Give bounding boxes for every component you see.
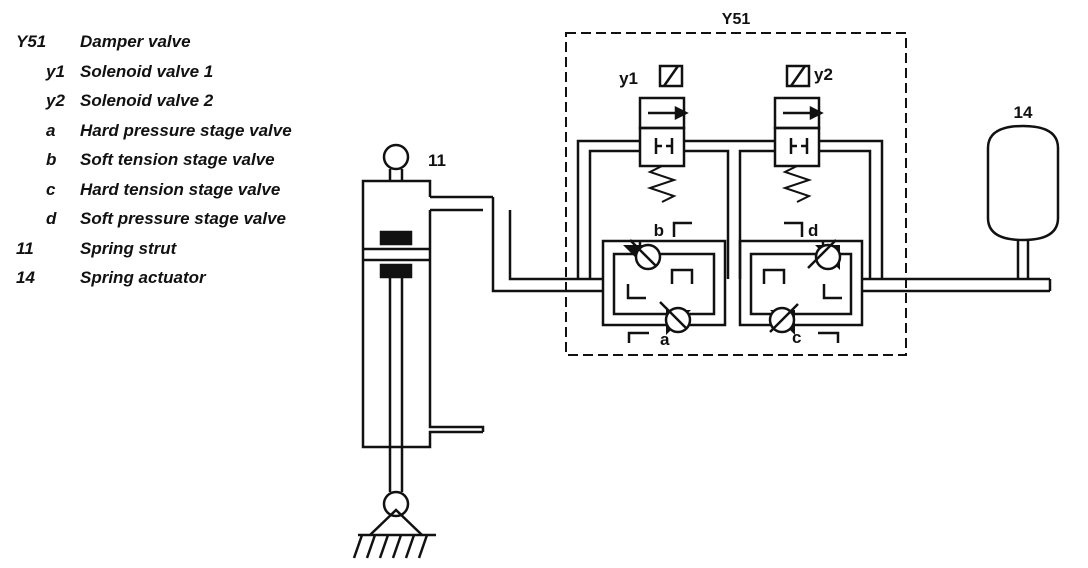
legend-key: a bbox=[46, 120, 56, 140]
label-c: c bbox=[792, 328, 801, 347]
legend-desc: Spring actuator bbox=[80, 268, 206, 287]
spring-icon bbox=[781, 165, 813, 203]
legend-key: 14 bbox=[16, 268, 35, 287]
legend-desc: Solenoid valve 2 bbox=[80, 91, 214, 110]
label-y2: y2 bbox=[814, 65, 833, 84]
legend-desc: Soft tension stage valve bbox=[80, 150, 275, 169]
ground-support bbox=[369, 508, 423, 536]
strut-cylinder bbox=[361, 179, 483, 449]
legend-desc: Solenoid valve 1 bbox=[80, 61, 214, 81]
legend-key: c bbox=[46, 179, 56, 199]
pipe-strut-to-y51 bbox=[491, 197, 603, 293]
legend-key: 11 bbox=[16, 238, 34, 258]
solenoid-valve-y1 bbox=[638, 64, 689, 203]
legend-desc: Spring strut bbox=[80, 238, 177, 258]
spring-actuator-reservoir bbox=[986, 124, 1060, 242]
legend-key: y2 bbox=[46, 91, 65, 110]
internal-pipe-outer-right bbox=[819, 139, 884, 279]
valve-group-right bbox=[738, 221, 864, 343]
legend-desc: Hard pressure stage valve bbox=[80, 120, 292, 140]
legend-key: d bbox=[46, 209, 57, 228]
legend-desc: Soft pressure stage valve bbox=[80, 209, 286, 228]
label-d: d bbox=[808, 221, 818, 240]
label-a: a bbox=[660, 330, 670, 349]
legend-key: y1 bbox=[46, 61, 65, 81]
label-y51: Y51 bbox=[722, 11, 751, 28]
label-y1: y1 bbox=[619, 69, 638, 88]
label-actuator: 14 bbox=[1014, 103, 1033, 122]
internal-pipe-middle bbox=[684, 149, 730, 279]
internal-pipe-outer-left bbox=[576, 139, 640, 279]
spring-icon bbox=[646, 165, 678, 203]
legend-key: Y51 bbox=[16, 32, 47, 51]
label-b: b bbox=[654, 221, 664, 240]
legend-desc: Damper valve bbox=[80, 32, 191, 51]
y51-housing bbox=[565, 32, 907, 356]
spring-strut bbox=[352, 143, 493, 559]
legend-key: b bbox=[46, 150, 57, 169]
legend-desc: Hard tension stage valve bbox=[80, 179, 281, 199]
valve-group-left bbox=[601, 221, 727, 343]
solenoid-valve-y2 bbox=[773, 64, 824, 203]
strut-bottom-pivot bbox=[382, 490, 410, 518]
label-strut: 11 bbox=[428, 151, 446, 170]
strut-top-pivot bbox=[382, 143, 410, 171]
